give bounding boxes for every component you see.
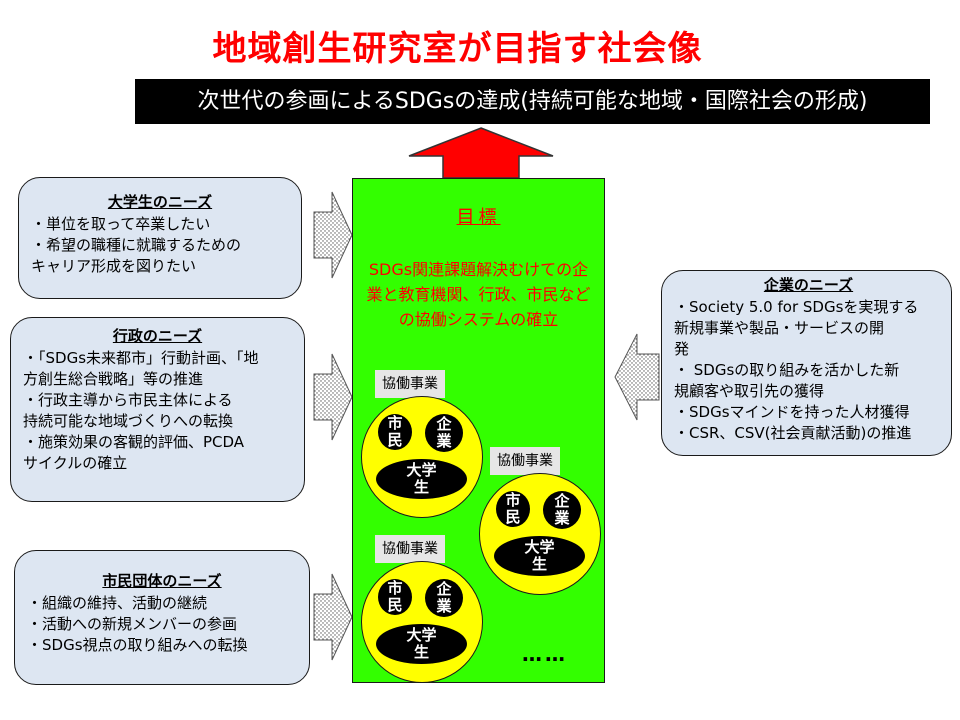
companies-need-2: ・ SDGsの取り組みを活かした新 規顧客や取引先の獲得 — [674, 361, 900, 400]
more-ellipsis: …… — [522, 642, 568, 666]
companies-needs-box: 企業のニーズ ・Society 5.0 for SDGsを実現する 新規事業や製… — [661, 270, 952, 456]
government-need-1: ・「SDGs未来都市」行動計画、「地 方創生総合戦略」等の推進 — [23, 349, 259, 388]
company-blob: 企 業 — [543, 491, 581, 529]
collab-circle: 市 民 企 業 大学 生 — [361, 561, 483, 683]
companies-need-3: ・SDGsマインドを持った人材獲得 — [674, 403, 910, 421]
collab-label: 協働事業 — [375, 370, 445, 398]
student-blob: 大学 生 — [376, 624, 467, 664]
right-arrow-icon — [313, 191, 353, 279]
collab-label: 協働事業 — [375, 535, 445, 563]
citizens-need-1: ・組織の維持、活動の継続 — [27, 594, 208, 612]
up-arrow-icon — [408, 127, 554, 179]
right-arrow-icon — [313, 353, 353, 441]
citizen-blob: 市 民 — [378, 414, 412, 450]
collab-label: 協働事業 — [490, 447, 560, 475]
company-blob: 企 業 — [425, 579, 463, 617]
citizen-blob: 市 民 — [496, 491, 530, 527]
companies-need-1: ・Society 5.0 for SDGsを実現する 新規事業や製品・サービスの… — [674, 298, 919, 358]
collab-circle: 市 民 企 業 大学 生 — [361, 396, 483, 518]
government-need-3: ・施策効果の客観的評価、PCDA サイクルの確立 — [23, 433, 245, 472]
companies-need-4: ・CSR、CSV(社会貢献活動)の推進 — [674, 424, 912, 442]
students-needs-title: 大学生のニーズ — [107, 193, 213, 211]
citizens-needs-box: 市民団体のニーズ ・組織の維持、活動の継続 ・活動への新規メンバーの参画 ・SD… — [14, 550, 310, 685]
goal-text: SDGs関連課題解決むけての企業と教育機関、行政、市民などの協働システムの確立 — [366, 260, 591, 329]
student-blob: 大学 生 — [494, 536, 585, 576]
goal-title: 目標 — [456, 207, 501, 228]
collab-circle: 市 民 企 業 大学 生 — [479, 473, 601, 595]
citizen-blob: 市 民 — [378, 579, 412, 615]
page-title: 地域創生研究室が目指す社会像 — [212, 29, 703, 69]
left-arrow-icon — [614, 333, 660, 421]
students-need-2: ・希望の職種に就職するための キャリア形成を図りたい — [31, 236, 242, 275]
government-needs-box: 行政のニーズ ・「SDGs未来都市」行動計画、「地 方創生総合戦略」等の推進 ・… — [10, 317, 305, 502]
companies-needs-title: 企業のニーズ — [763, 276, 854, 294]
citizens-need-2: ・活動への新規メンバーの参画 — [27, 615, 238, 633]
government-need-2: ・行政主導から市民主体による 持続可能な地域づくりへの転換 — [23, 391, 234, 430]
students-needs-box: 大学生のニーズ ・単位を取って卒業したい ・希望の職種に就職するための キャリア… — [18, 177, 302, 299]
students-need-1: ・単位を取って卒業したい — [31, 215, 211, 233]
government-needs-title: 行政のニーズ — [112, 327, 203, 345]
citizens-need-3: ・SDGs視点の取り組みへの転換 — [27, 636, 248, 654]
goal-panel: 目標 SDGs関連課題解決むけての企業と教育機関、行政、市民などの協働システムの… — [352, 178, 605, 683]
right-arrow-icon — [313, 573, 353, 661]
citizens-needs-title: 市民団体のニーズ — [102, 572, 222, 590]
company-blob: 企 業 — [425, 414, 463, 452]
student-blob: 大学 生 — [376, 459, 467, 499]
vision-banner: 次世代の参画によるSDGsの達成(持続可能な地域・国際社会の形成) — [135, 79, 930, 124]
